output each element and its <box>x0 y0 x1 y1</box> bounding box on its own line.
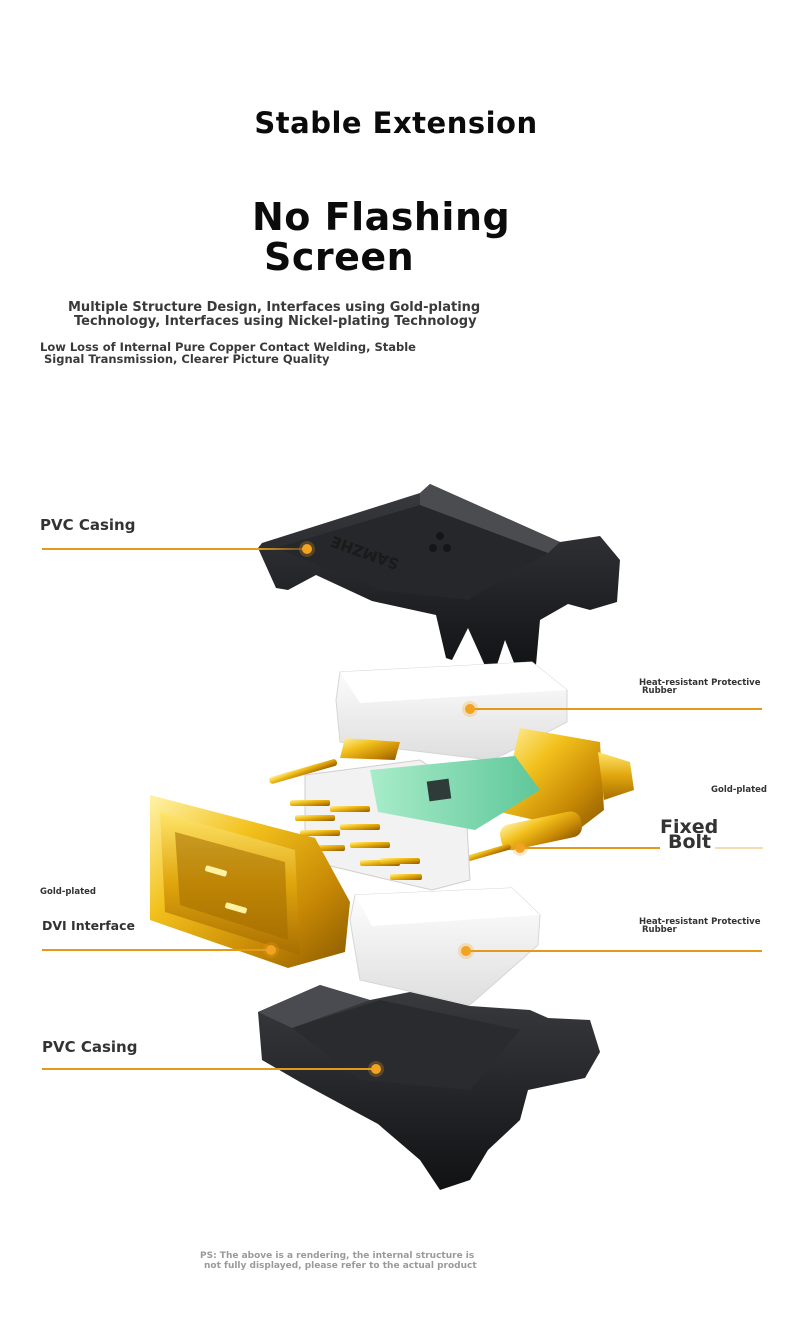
callout-line-pvc-top <box>42 548 308 550</box>
callout-dot-dvi <box>266 945 276 955</box>
label-rubber-bottom-line1: Heat-resistant Protective <box>639 917 761 927</box>
callout-dot-pvc-bottom <box>371 1064 381 1074</box>
disclaimer-note: PS: The above is a rendering, the intern… <box>200 1251 520 1271</box>
subheadline-line1: No Flashing <box>252 195 511 239</box>
label-rubber-top-line2: Rubber <box>642 686 677 696</box>
label-fixed-bolt-line2: Bolt <box>668 831 712 853</box>
description-signal-line1: Low Loss of Internal Pure Copper Contact… <box>40 340 416 354</box>
description-signal: Low Loss of Internal Pure Copper Contact… <box>40 341 460 365</box>
gold-vga-connector <box>269 728 634 866</box>
label-gold-plated-right: Gold-plated <box>711 785 767 795</box>
callout-dot-pvc-top <box>302 544 312 554</box>
disclaimer-note-line2: not fully displayed, please refer to the… <box>204 1261 477 1271</box>
callout-line-pvc-bottom <box>42 1068 376 1070</box>
callout-line-fixed-bolt <box>520 847 660 849</box>
label-fixed-bolt-line1: Fixed <box>660 816 719 838</box>
subheadline-line2: Screen <box>264 235 415 279</box>
description-structure-line1: Multiple Structure Design, Interfaces us… <box>68 300 481 315</box>
label-rubber-top: Heat-resistant Protective Rubber <box>639 678 761 696</box>
callout-line-rubber-top <box>470 708 762 710</box>
top-casing: SAMZHE <box>258 484 620 673</box>
bottom-casing <box>258 985 600 1190</box>
description-signal-line2: Signal Transmission, Clearer Picture Qua… <box>44 352 330 366</box>
label-rubber-top-line1: Heat-resistant Protective <box>639 678 761 688</box>
callout-dot-rubber-bottom <box>461 946 471 956</box>
top-rubber-insulator <box>335 661 568 761</box>
label-fixed-bolt: Fixed Bolt <box>660 818 718 853</box>
description-structure-line2: Technology, Interfaces using Nickel-plat… <box>74 314 477 329</box>
headline: Stable Extension <box>254 106 538 140</box>
callout-line-rubber-bottom <box>466 950 762 952</box>
description-structure: Multiple Structure Design, Interfaces us… <box>68 301 528 329</box>
callout-line-dvi <box>42 949 270 951</box>
disclaimer-note-line1: PS: The above is a rendering, the intern… <box>200 1251 475 1261</box>
gold-dvi-shell <box>150 795 350 968</box>
pcb-and-pin-block <box>290 756 540 891</box>
label-gold-plated-left: Gold-plated <box>40 887 96 897</box>
callout-dot-fixed-bolt <box>515 843 525 853</box>
label-rubber-bottom: Heat-resistant Protective Rubber <box>639 917 761 935</box>
label-rubber-bottom-line2: Rubber <box>642 925 677 935</box>
label-dvi-interface: DVI Interface <box>42 918 135 933</box>
subheadline: No Flashing Screen <box>252 197 510 277</box>
label-pvc-casing-top: PVC Casing <box>40 516 136 534</box>
label-pvc-casing-bottom: PVC Casing <box>42 1038 138 1056</box>
bottom-rubber-insulator <box>349 887 541 1006</box>
callout-dot-rubber-top <box>465 704 475 714</box>
callout-line-fixed-bolt-fade <box>715 847 763 849</box>
